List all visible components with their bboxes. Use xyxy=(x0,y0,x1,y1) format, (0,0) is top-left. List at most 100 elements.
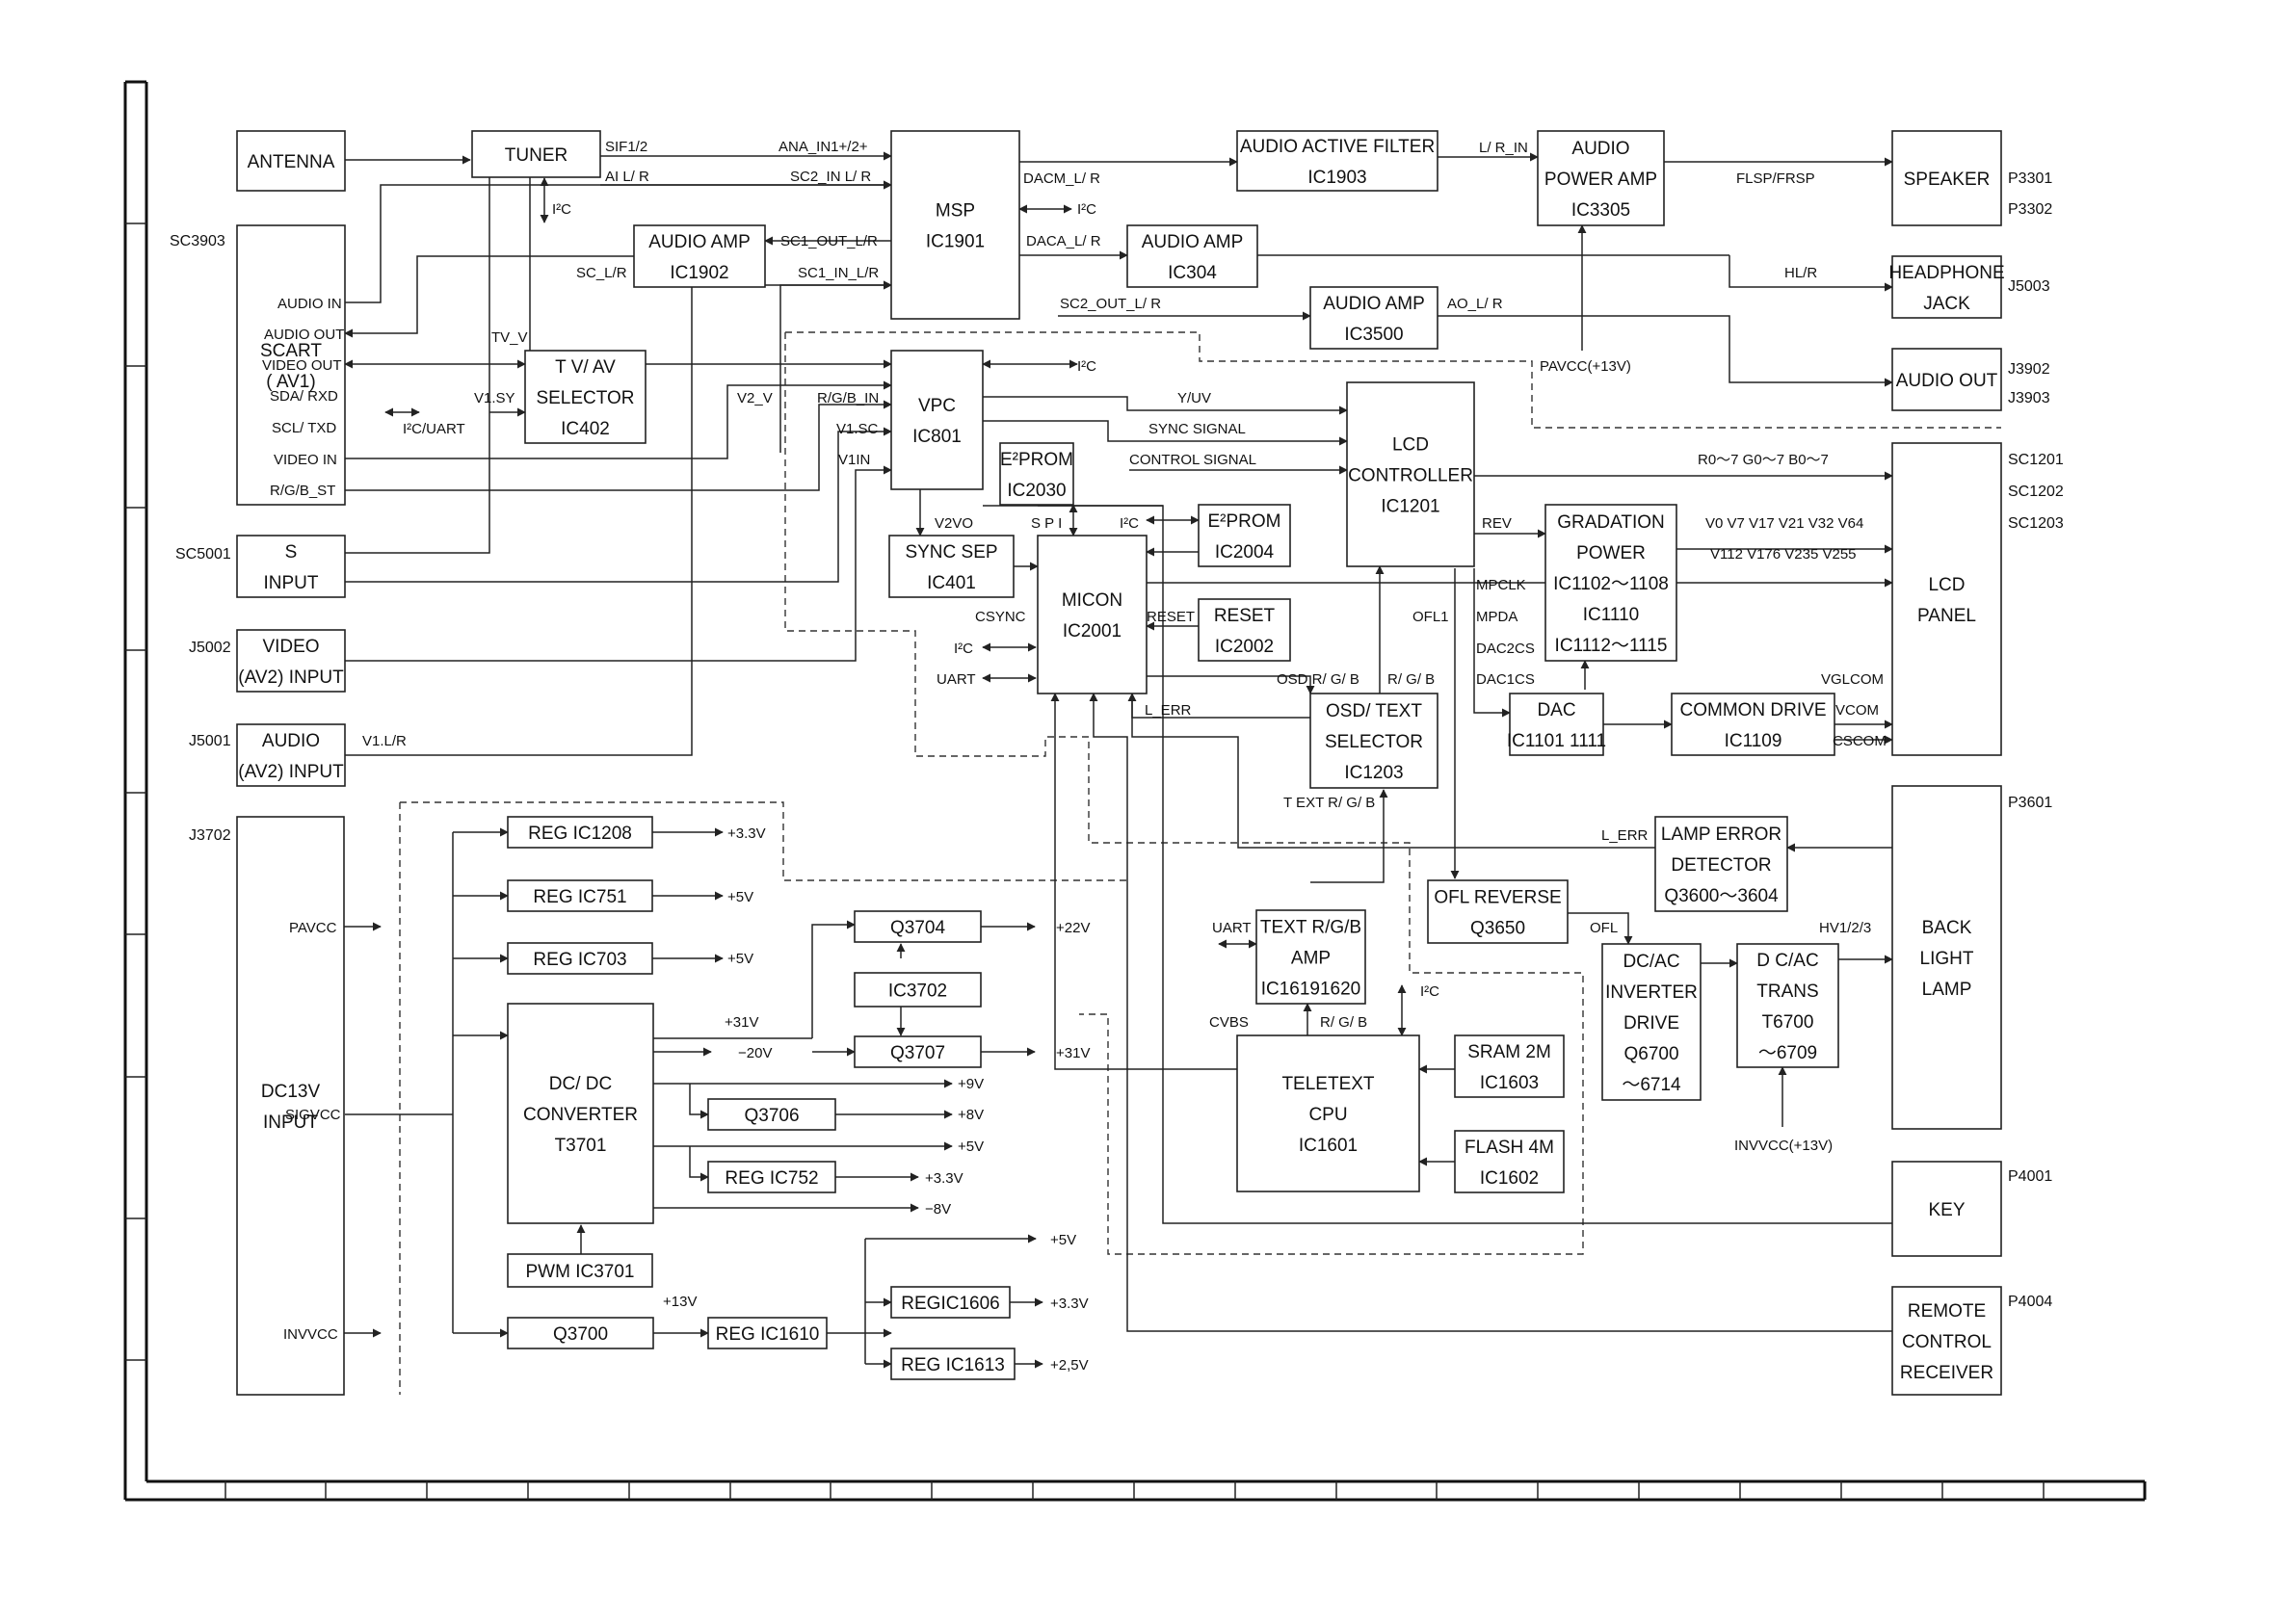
label-i2c-tuner: I²C xyxy=(552,201,571,218)
block-text: IC401 xyxy=(927,573,976,593)
connections xyxy=(344,151,1893,1369)
label-p31v: +31V xyxy=(1056,1045,1090,1061)
block-box xyxy=(1126,224,1258,288)
label-sync-signal: SYNC SIGNAL xyxy=(1148,421,1246,437)
label-m20v: −20V xyxy=(738,1045,772,1061)
ref-sc1202: SC1202 xyxy=(2008,484,2064,500)
label-v2v: V2_V xyxy=(737,390,773,406)
page-frame xyxy=(123,80,2147,1502)
block-text: Q3706 xyxy=(744,1106,799,1126)
block-box xyxy=(1427,879,1569,944)
block-text: DC/ DC xyxy=(549,1074,612,1094)
block-box xyxy=(236,816,345,1396)
scart-pin-rgb-st: R/G/B_ST xyxy=(270,483,335,499)
block-text: Q6700 xyxy=(1623,1044,1678,1064)
block-box xyxy=(890,130,1020,320)
label-i2c-vpc: I²C xyxy=(1077,358,1096,375)
label-rgb-tt: R/ G/ B xyxy=(1320,1014,1367,1031)
block-text: IC402 xyxy=(561,419,610,439)
block-text: E²PROM xyxy=(1208,511,1281,532)
block-text: CPU xyxy=(1308,1105,1347,1125)
scart-pin-audio-out: AUDIO OUT xyxy=(264,327,344,343)
block-box xyxy=(1454,1130,1565,1193)
label-pavcc: PAVCC xyxy=(289,920,337,936)
block-text: Q3707 xyxy=(890,1043,945,1063)
block-text: BACK xyxy=(1922,918,1972,938)
block-text: AUDIO OUT xyxy=(1896,371,1998,391)
block-box xyxy=(1601,943,1702,1101)
label-rgb-b: R/ G/ B xyxy=(1387,671,1435,688)
block-text: AUDIO AMP xyxy=(1142,232,1244,252)
block-text: REG IC751 xyxy=(533,887,626,907)
label-dac1cs: DAC1CS xyxy=(1476,671,1535,688)
block-box xyxy=(236,723,346,787)
block-text: CONTROLLER xyxy=(1348,466,1473,486)
block-text: REG IC752 xyxy=(725,1168,818,1189)
block-reg-703: REG IC703 xyxy=(507,942,653,975)
block-text: INPUT xyxy=(263,1113,318,1133)
block-video-av2: VIDEO(AV2) INPUT xyxy=(236,629,346,693)
block-box xyxy=(1891,442,2002,756)
label-spi: S P I xyxy=(1031,515,1062,532)
block-box xyxy=(236,535,346,598)
block-text: (AV2) INPUT xyxy=(238,668,344,688)
label-ofl: OFL xyxy=(1590,920,1618,936)
block-text: IC1110 xyxy=(1583,605,1639,625)
block-box xyxy=(1671,693,1835,756)
block-text: MICON xyxy=(1062,590,1122,611)
label-p33v-1606: +3.3V xyxy=(1050,1296,1089,1312)
label-cscom: CSCOM xyxy=(1833,733,1887,749)
block-key: KEY xyxy=(1891,1161,2002,1257)
block-q3700: Q3700 xyxy=(507,1317,654,1349)
block-text: TUNER xyxy=(505,145,567,166)
block-text: GRADATION xyxy=(1557,512,1665,533)
label-v1sy: V1.SY xyxy=(474,390,515,406)
label-i2c-e2: I²C xyxy=(1120,515,1139,532)
block-text: T6700 xyxy=(1762,1012,1814,1033)
label-flsp: FLSP/FRSP xyxy=(1736,170,1815,187)
label-m8v: −8V xyxy=(925,1201,951,1217)
block-text: T3701 xyxy=(555,1136,607,1156)
block-box xyxy=(507,1003,654,1224)
ref-j5003: J5003 xyxy=(2008,278,2050,295)
block-box xyxy=(1891,255,2002,319)
block-reg-1613: REG IC1613 xyxy=(890,1348,1016,1380)
scart-pin-scl: SCL/ TXD xyxy=(272,420,336,436)
block-text: RESET xyxy=(1214,606,1276,626)
block-text: IC2004 xyxy=(1215,542,1275,563)
block-text: AUDIO ACTIVE FILTER xyxy=(1240,137,1435,157)
scart-pin-sda: SDA/ RXD xyxy=(270,388,338,405)
dashed-region-power xyxy=(399,801,1127,1395)
block-box xyxy=(854,1035,982,1068)
block-text: ( AV1) xyxy=(266,372,315,392)
label-vcom: VCOM xyxy=(1835,702,1879,719)
block-text: IC1902 xyxy=(670,263,728,283)
ref-j3902: J3902 xyxy=(2008,361,2050,378)
label-uart-text: UART xyxy=(1212,920,1252,936)
block-box xyxy=(890,1348,1016,1380)
block-box xyxy=(236,130,346,192)
label-p33v: +3.3V xyxy=(727,825,766,842)
label-csync: CSYNC xyxy=(975,609,1026,625)
ref-j5002: J5002 xyxy=(189,640,231,656)
label-v1lr: V1.L/R xyxy=(362,733,407,749)
block-text: LCD xyxy=(1928,575,1965,595)
block-ic3702: IC3702 xyxy=(854,972,982,1008)
label-rgb-bits: R0～7 G0～7 B0～7 xyxy=(1698,452,1829,468)
block-reg-751: REG IC751 xyxy=(507,879,653,912)
block-text: INVERTER xyxy=(1605,982,1698,1003)
label-invvcc: INVVCC xyxy=(283,1326,338,1343)
block-text: SPEAKER xyxy=(1904,170,1991,190)
